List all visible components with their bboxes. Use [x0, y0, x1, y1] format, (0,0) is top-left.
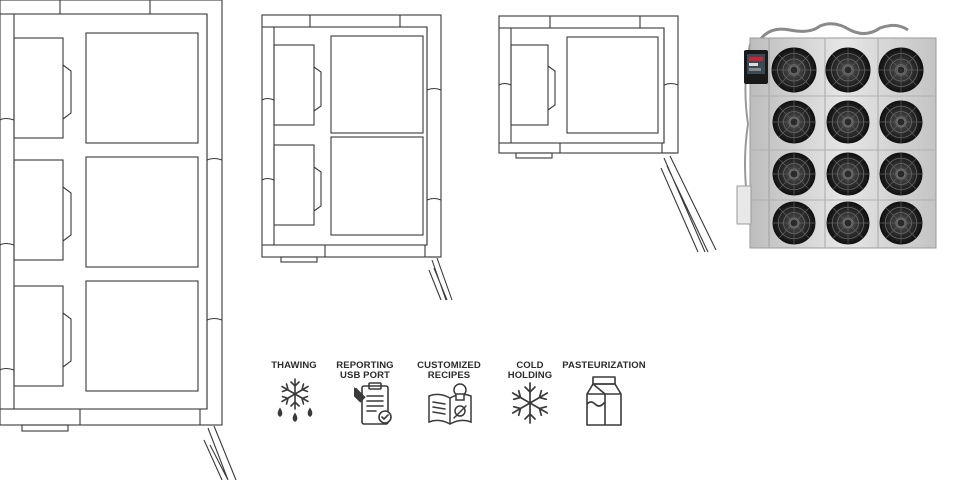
fan: [878, 47, 924, 93]
fan-grid: [771, 47, 924, 245]
fan: [826, 201, 870, 245]
cabinet-door: [203, 424, 237, 480]
evaporator-unit: [510, 44, 556, 126]
feature-label: CUSTOMIZED RECIPES: [417, 360, 481, 381]
fan: [879, 100, 923, 144]
trolley-space: [330, 35, 424, 134]
touchscreen-controller: [744, 50, 768, 84]
fan: [771, 47, 817, 93]
evaporator-unit: [13, 159, 72, 261]
fan: [772, 201, 816, 245]
snowflake-icon: [511, 382, 549, 424]
fan: [879, 152, 923, 196]
fan: [879, 201, 923, 245]
evaporator-unit: [13, 37, 72, 139]
cabinet-door: [660, 152, 717, 253]
feature-label: PASTEURIZATION: [562, 360, 646, 371]
trolley-space: [85, 156, 199, 268]
feature-label: THAWING: [271, 360, 317, 371]
trolley-space: [330, 136, 424, 236]
cabinet-medium: [261, 14, 453, 301]
evaporator-unit: [13, 285, 72, 387]
fan: [772, 152, 816, 196]
cabinet-small: [498, 15, 717, 253]
evaporator-unit: [273, 144, 322, 226]
trolley-space: [566, 36, 659, 134]
feature-label: REPORTING USB PORT: [336, 360, 394, 381]
feature-label: COLD HOLDING: [507, 360, 553, 381]
milk-carton-icon: [586, 376, 622, 426]
fan: [826, 152, 870, 196]
cabinet-door: [428, 256, 453, 301]
fan: [826, 100, 870, 144]
clipboard-usb-icon: [354, 382, 392, 425]
evaporator-unit: [273, 44, 322, 126]
cabinet-large: [0, 0, 237, 480]
trolley-space: [85, 280, 199, 392]
condenser-unit: [736, 22, 937, 249]
fan: [772, 100, 816, 144]
snowflake-droplets-icon: [277, 378, 313, 422]
fan: [825, 47, 871, 93]
trolley-space: [85, 32, 199, 144]
recipe-book-chef-hat-icon: [428, 383, 472, 425]
